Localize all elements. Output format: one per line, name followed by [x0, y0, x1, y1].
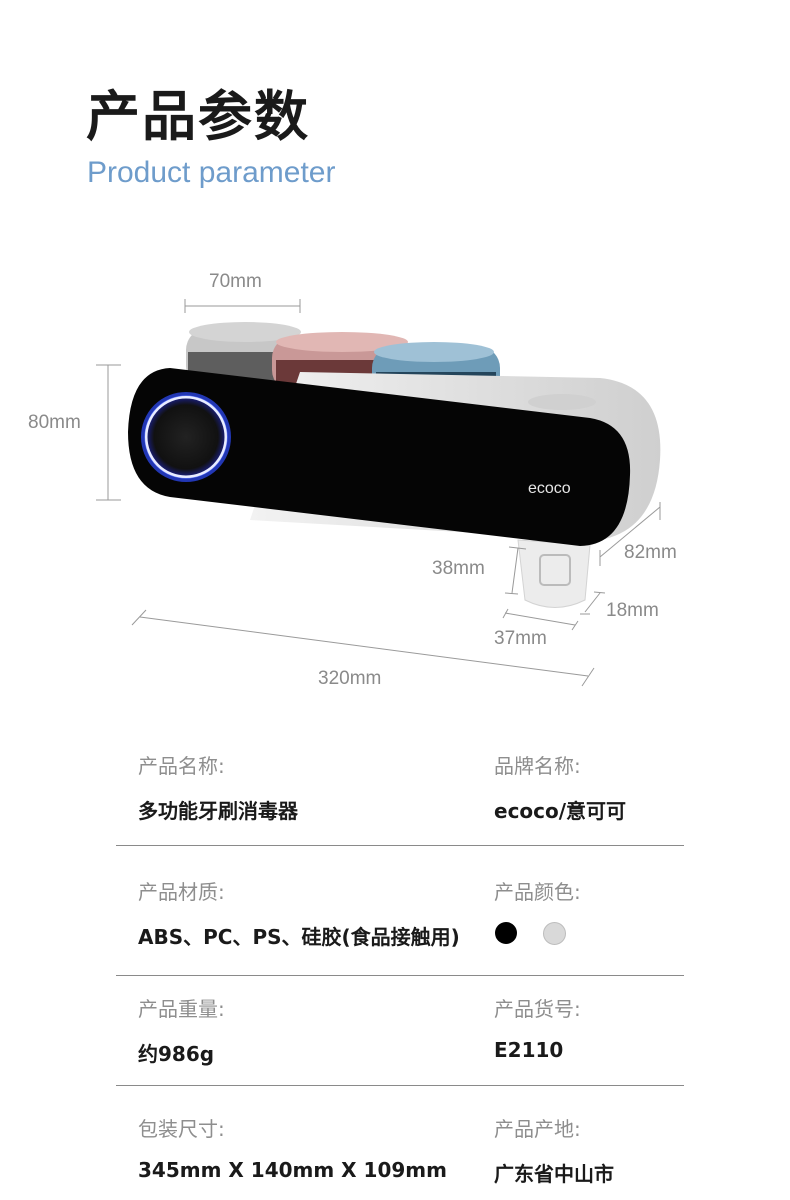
spec-label-name: 产品名称: [138, 754, 225, 778]
spec-value-package: 345mm X 140mm X 109mm [138, 1158, 447, 1182]
brand-logo: ecoco [528, 480, 571, 497]
spec-value-material: ABS、PC、PS、硅胶(食品接触用) [138, 925, 460, 949]
spec-label-origin: 产品产地: [494, 1117, 581, 1141]
spec-label-weight: 产品重量: [138, 997, 225, 1021]
spec-value-name: 多功能牙刷消毒器 [138, 799, 298, 823]
dim-holder-width: 37mm [494, 628, 547, 649]
dim-holder-height: 38mm [432, 558, 485, 579]
dim-cup-width: 70mm [209, 271, 262, 292]
spec-label-model: 产品货号: [494, 997, 581, 1021]
page-subtitle: Product parameter [87, 156, 336, 189]
color-swatch-grey [543, 922, 566, 945]
divider [116, 975, 684, 976]
divider [116, 1085, 684, 1086]
product-image: ecoco 70mm 80mm 82mm 38mm 18mm 37mm 320m… [28, 271, 677, 689]
spec-value-model: E2110 [494, 1038, 564, 1062]
spec-value-origin: 广东省中山市 [494, 1162, 614, 1186]
spec-label-material: 产品材质: [138, 880, 225, 904]
dim-length: 320mm [318, 668, 381, 689]
dim-height: 80mm [28, 412, 81, 433]
page-title: 产品参数 [86, 85, 310, 148]
spec-value-weight: 约986g [138, 1042, 215, 1066]
color-swatch-black [495, 922, 517, 944]
dim-holder-depth: 18mm [606, 600, 659, 621]
spec-label-color: 产品颜色: [494, 880, 581, 904]
divider [116, 845, 684, 846]
spec-value-brand: ecoco/意可可 [494, 799, 627, 823]
spec-label-brand: 品牌名称: [494, 754, 581, 778]
spec-label-package: 包装尺寸: [138, 1117, 225, 1141]
dim-depth: 82mm [624, 542, 677, 563]
